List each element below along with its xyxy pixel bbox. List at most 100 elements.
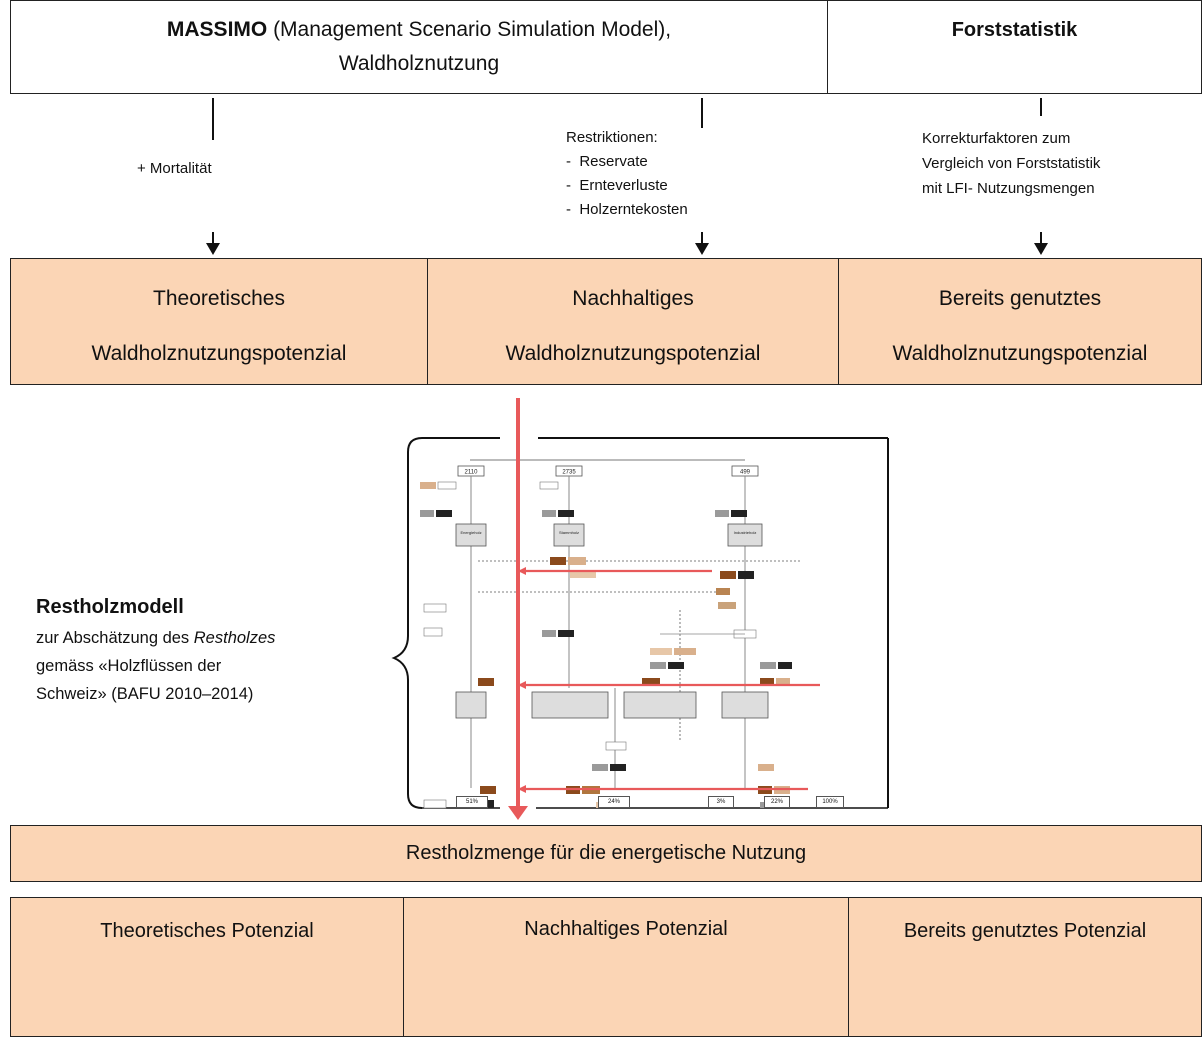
- massimo-line2: Waldholznutzung: [338, 52, 500, 75]
- tag-dark: [668, 662, 684, 669]
- massimo-subtitle: (Management Scenario Simulation Model),: [267, 18, 672, 41]
- potential-box-theoretisch: Theoretisches Waldholznutzungspotenzial: [10, 258, 428, 385]
- category-label: Energieholz: [460, 530, 481, 535]
- tag-brown: [720, 571, 736, 579]
- top-value-label: 2110: [465, 470, 479, 476]
- potential-line1: Theoretisches: [153, 286, 285, 310]
- category-box: [623, 691, 697, 719]
- korrektur-line: Vergleich von Forststatistik: [922, 155, 1101, 172]
- korrektur-line: Korrekturfaktoren zum: [922, 130, 1071, 147]
- restriktionen-block: Restriktionen: - Reservate - Ernteverlus…: [566, 126, 688, 222]
- top-value-label: 2735: [562, 470, 576, 476]
- restholzmenge-box: Restholzmenge für die energetische Nutzu…: [10, 825, 1202, 882]
- korrektur-line: mit LFI- Nutzungsmengen: [922, 180, 1095, 197]
- category-label: Stammholz: [559, 530, 579, 535]
- korrektur-block: Korrekturfaktoren zum Vergleich von Fors…: [922, 126, 1100, 201]
- bottom-label: Nachhaltiges Potenzial: [524, 918, 728, 940]
- bottom-label: Theoretisches Potenzial: [100, 920, 314, 942]
- tag-white: [539, 481, 559, 490]
- potential-line2: Waldholznutzungspotenzial: [505, 341, 761, 365]
- red-vertical-arrow: [516, 398, 520, 810]
- category-box: [455, 691, 487, 719]
- bottom-value-box: 22%: [764, 796, 790, 808]
- restholzmenge-label: Restholzmenge für die energetische Nutzu…: [405, 842, 807, 864]
- restholz-title: Restholzmodell: [36, 596, 184, 618]
- red-arrowhead-icon: [518, 785, 526, 793]
- massimo-box: MASSIMO (Management Scenario Simulation …: [10, 0, 828, 94]
- arrow-shaft-left: [212, 232, 214, 244]
- tag-gray: [542, 630, 556, 637]
- category-box-industrieholz: [727, 523, 763, 547]
- tag-dark: [778, 662, 792, 669]
- tag-dark: [731, 510, 747, 517]
- potential-line2: Waldholznutzungspotenzial: [91, 341, 347, 365]
- category-box: [531, 691, 609, 719]
- tag-tan: [776, 678, 790, 686]
- holzfluss-diagram: 2110 2735 499 Energieholz Stammholz Indu…: [391, 437, 889, 809]
- category-box-energieholz: [455, 523, 487, 547]
- tag-tan: [568, 557, 586, 565]
- tag-brown: [642, 678, 660, 686]
- tag-gray: [542, 510, 556, 517]
- tag-tan: [716, 588, 730, 595]
- bottom-box-genutzt: Bereits genutztes Potenzial: [848, 897, 1202, 1037]
- red-arrowhead-icon: [518, 681, 526, 689]
- red-arrowhead-icon: [508, 806, 528, 820]
- tag-dark: [738, 571, 754, 579]
- tag-white: [437, 481, 457, 490]
- tag-gray: [650, 662, 666, 669]
- tag-gray: [760, 662, 776, 669]
- tag-brown: [478, 678, 494, 686]
- bottom-value-box: 100%: [816, 796, 844, 808]
- potential-line1: Nachhaltiges: [572, 286, 694, 310]
- restholz-line2: gemäss «Holzflüssen der: [36, 657, 222, 675]
- arrow-shaft-mid: [701, 232, 703, 244]
- restriktionen-title: Restriktionen:: [566, 129, 658, 146]
- connector-right-top: [1040, 98, 1042, 116]
- restriktionen-item: - Holzerntekosten: [566, 201, 688, 218]
- tag-tan: [650, 648, 672, 655]
- forststatistik-title: Forststatistik: [951, 19, 1078, 41]
- connector-left-top: [212, 98, 214, 140]
- tag-white: [423, 603, 447, 613]
- bottom-box-nachhaltig: Nachhaltiges Potenzial: [403, 897, 849, 1037]
- tag-dark: [610, 764, 626, 771]
- arrow-shaft-right: [1040, 232, 1042, 244]
- category-box-stammholz: [553, 523, 585, 547]
- potential-box-genutzt: Bereits genutztes Waldholznutzungspotenz…: [838, 258, 1202, 385]
- potential-line1: Bereits genutztes: [938, 286, 1102, 310]
- tag-tan: [674, 648, 696, 655]
- potential-box-nachhaltig: Nachhaltiges Waldholznutzungspotenzial: [427, 258, 839, 385]
- connector-mid-top: [701, 98, 703, 128]
- restholz-line3: Schweiz» (BAFU 2010–2014): [36, 685, 254, 703]
- bottom-value-box: 51%: [456, 796, 488, 808]
- tag-tan: [718, 602, 736, 609]
- restholz-description: Restholzmodell zur Abschätzung des Resth…: [36, 590, 275, 708]
- category-label: Industrieholz: [734, 530, 757, 535]
- curly-brace-icon: [391, 437, 423, 809]
- bottom-label: Bereits genutztes Potenzial: [903, 920, 1147, 942]
- bottom-values-row: 51% 24% 3% 22% 100%: [360, 796, 900, 810]
- bottom-box-theoretisch: Theoretisches Potenzial: [10, 897, 404, 1037]
- arrow-down-icon: [1034, 243, 1048, 255]
- tag-dark: [436, 510, 452, 517]
- tag-white: [605, 741, 627, 751]
- tag-tan: [570, 571, 596, 578]
- restriktionen-item: - Ernteverluste: [566, 177, 668, 194]
- potential-line2: Waldholznutzungspotenzial: [892, 341, 1148, 365]
- mortalitaet-label: + Mortalität: [137, 160, 212, 177]
- tag-dark: [558, 630, 574, 637]
- arrow-down-icon: [206, 243, 220, 255]
- bottom-value-box: 3%: [708, 796, 734, 808]
- tag-white: [423, 627, 443, 637]
- category-box: [721, 691, 769, 719]
- restriktionen-item: - Reservate: [566, 153, 648, 170]
- tag-tan: [420, 482, 436, 489]
- tag-gray: [715, 510, 729, 517]
- red-arrowhead-icon: [518, 567, 526, 575]
- tag-brown: [550, 557, 566, 565]
- tag-brown: [760, 678, 774, 686]
- tag-brown: [480, 786, 496, 794]
- tag-dark: [558, 510, 574, 517]
- tag-gray: [592, 764, 608, 771]
